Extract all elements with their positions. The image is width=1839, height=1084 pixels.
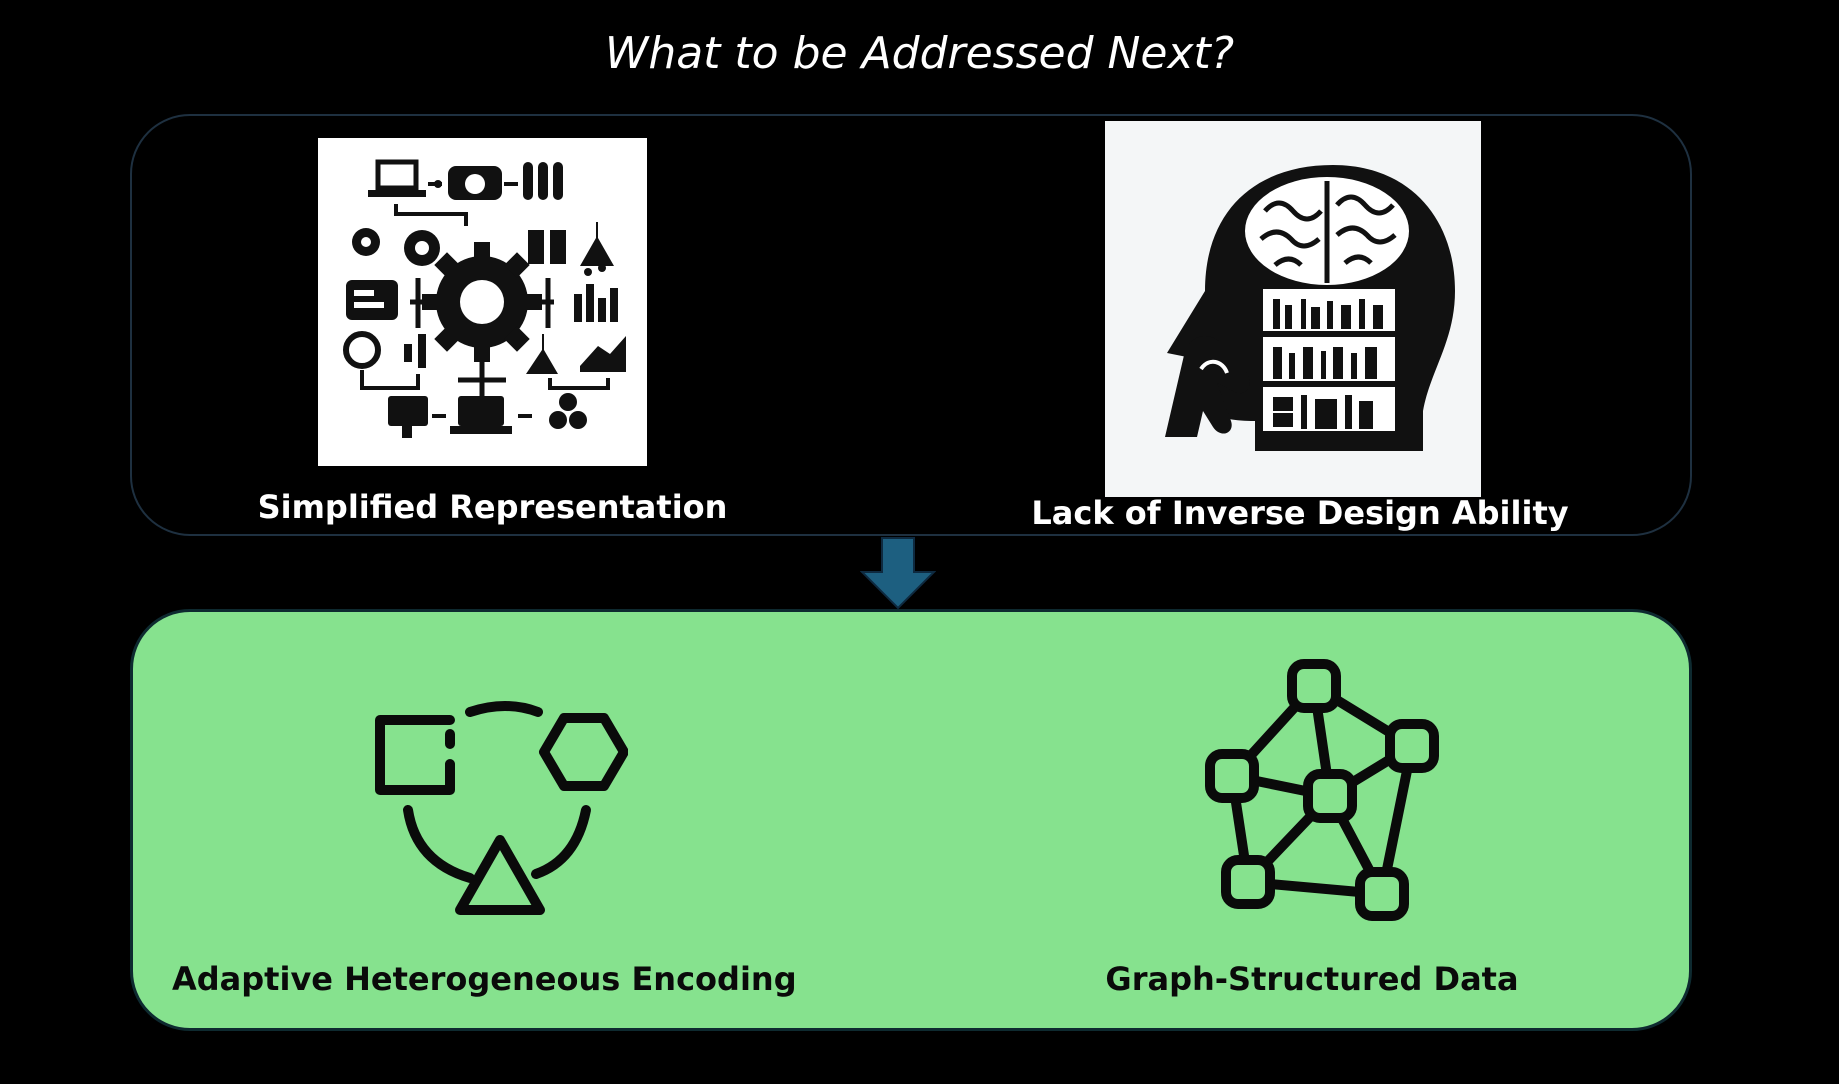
down-arrow-icon (860, 537, 936, 610)
thinking-head-brain-library-icon (1165, 165, 1455, 451)
square-hexagon-triangle-cycle-icon (375, 701, 628, 915)
inverse-design-label: Lack of Inverse Design Ability (1031, 494, 1569, 532)
graph-structured-data-label: Graph-Structured Data (1105, 960, 1519, 998)
adaptive-heterogeneous-encoding-label: Adaptive Heterogeneous Encoding (172, 960, 797, 998)
diagram-title: What to be Addressed Next? (604, 28, 1235, 79)
solutions-panel (130, 609, 1692, 1031)
network-graph-icon (1205, 659, 1439, 921)
inverse-design-image (1105, 121, 1481, 497)
simplified-representation-image (318, 138, 647, 466)
simplified-representation-label: Simplified Representation (257, 488, 728, 526)
lab-equipment-collage-icon (343, 159, 626, 438)
